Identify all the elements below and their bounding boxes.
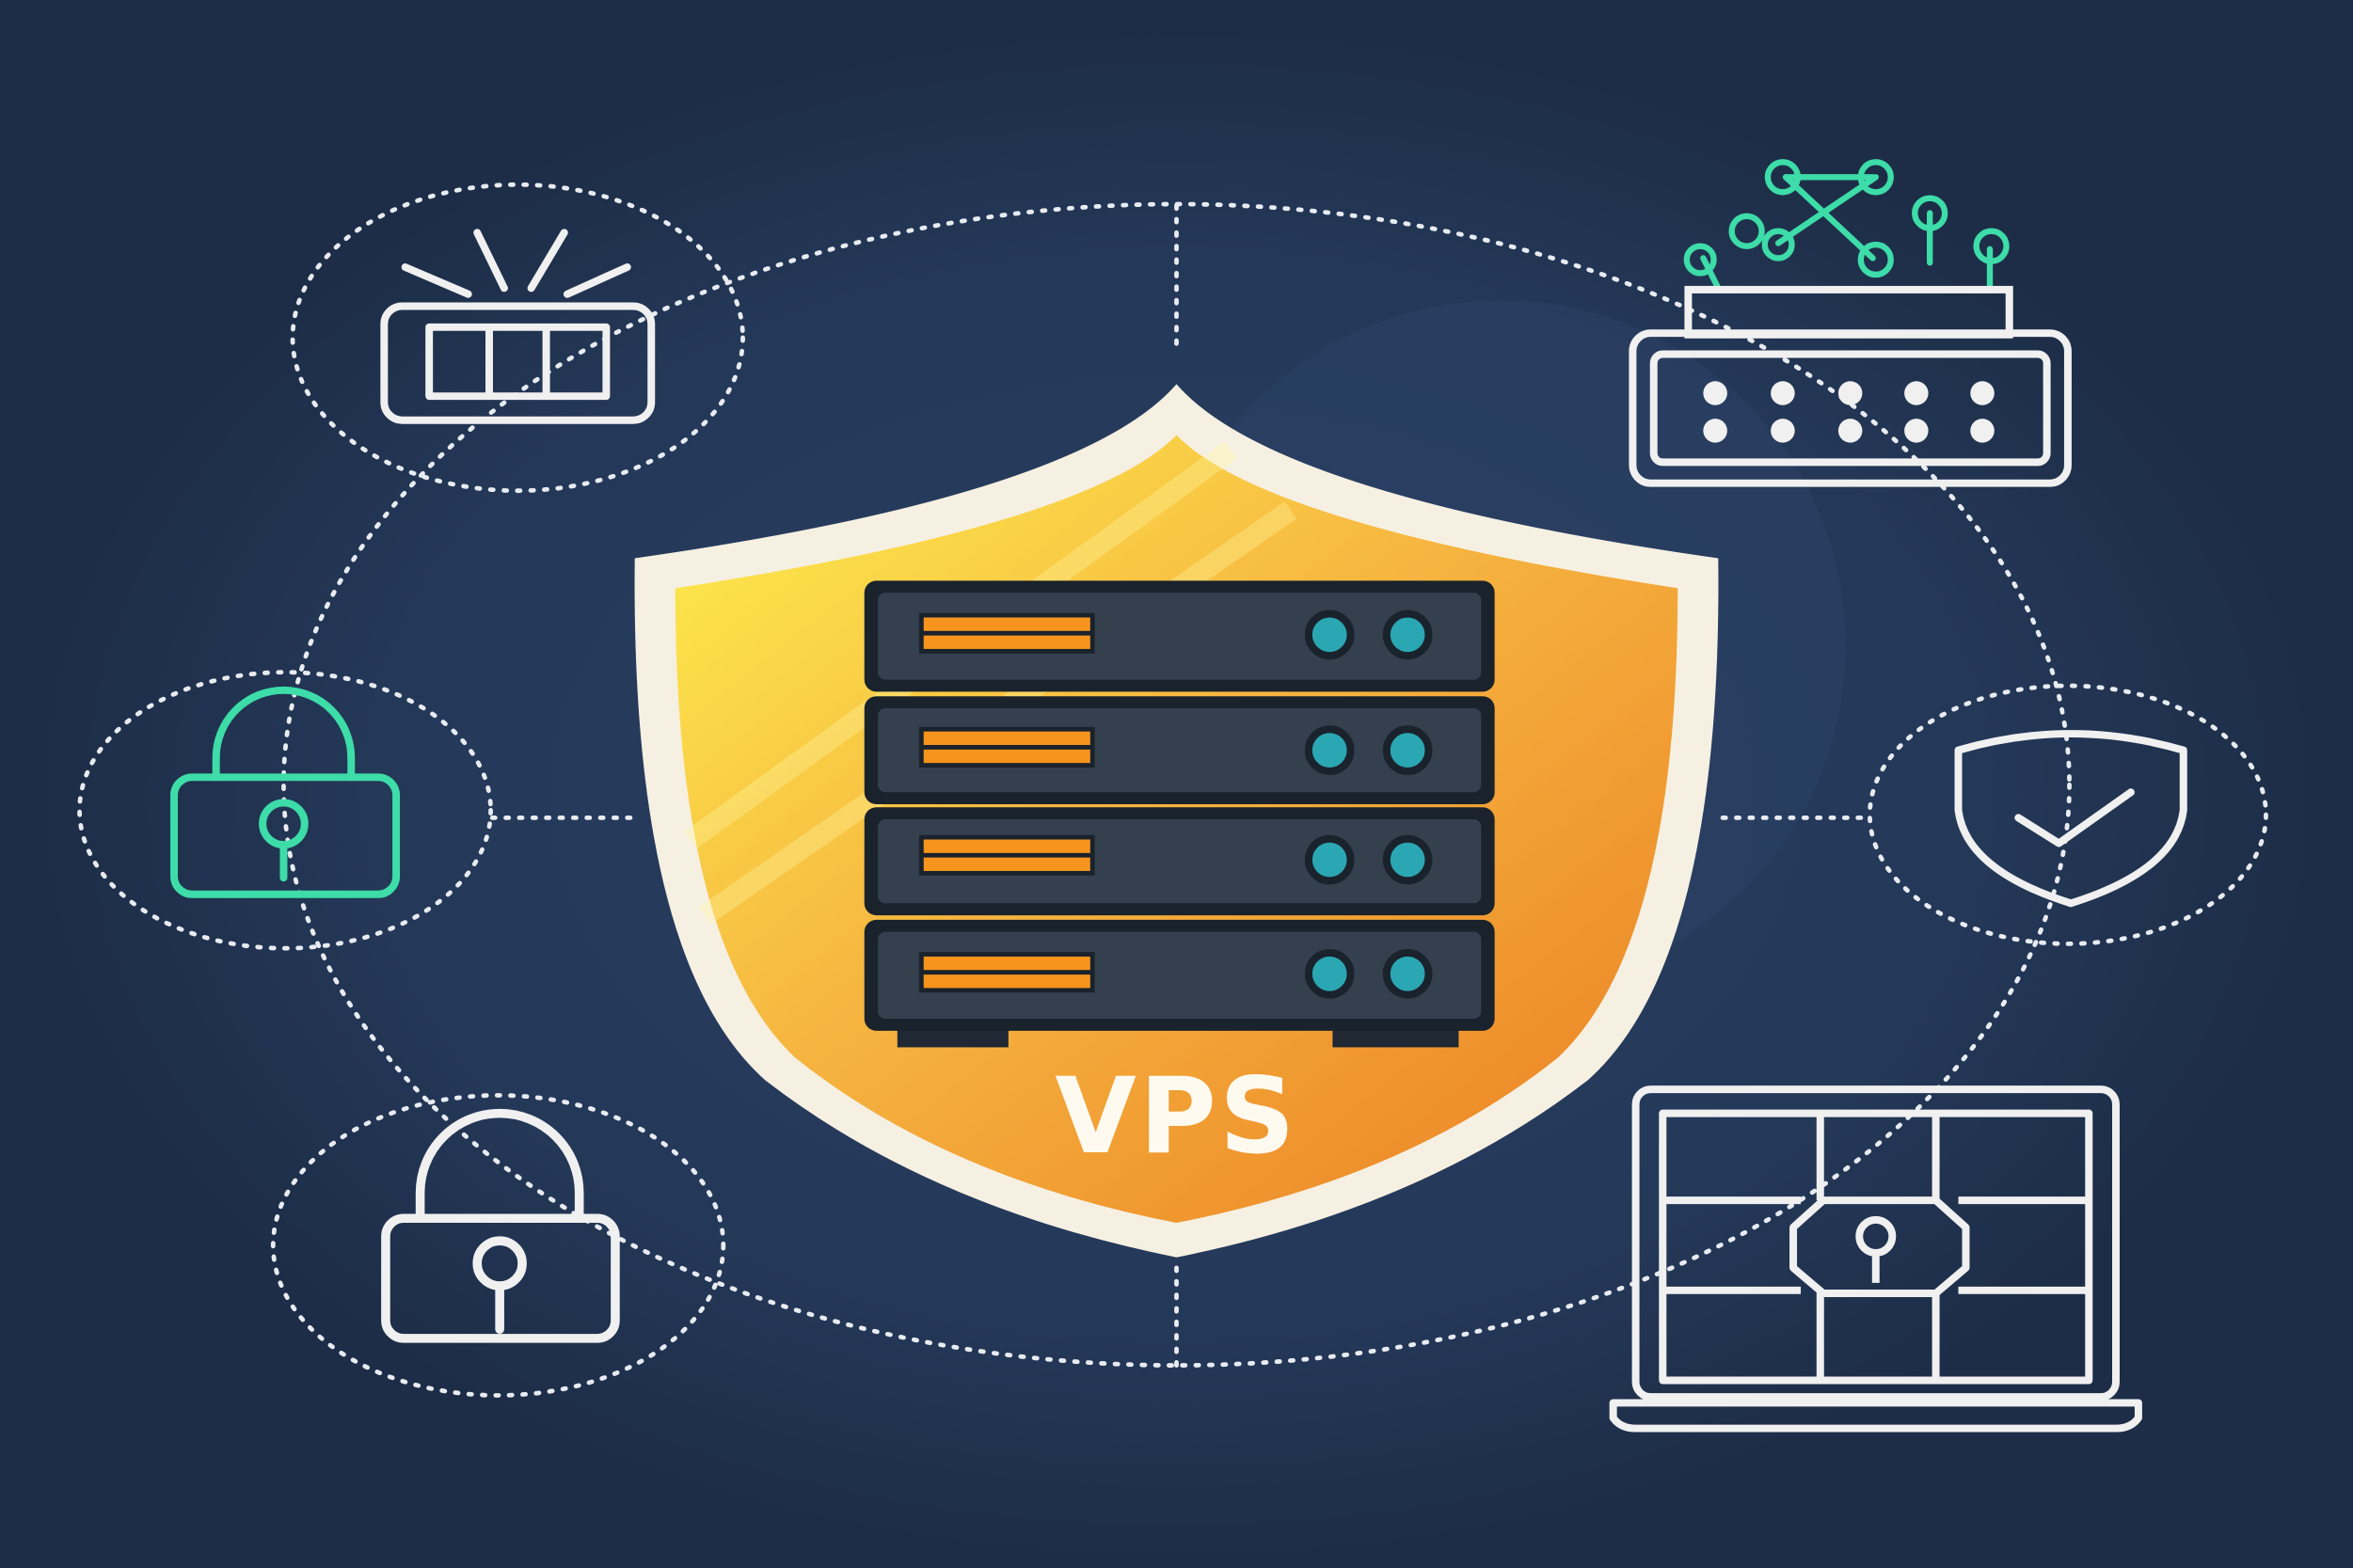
padlock-teal-icon [170, 686, 401, 898]
padlock-icon [381, 1108, 620, 1343]
server-unit [864, 696, 1495, 805]
shield-check-icon [1954, 730, 2187, 908]
server-rack-icon [864, 580, 1495, 1048]
network-device-icon [1629, 159, 2072, 487]
server-unit [864, 919, 1495, 1031]
network-ring [77, 182, 2268, 1398]
server-unit [864, 807, 1495, 916]
server-unit [864, 580, 1495, 692]
firewall-icon [380, 229, 656, 424]
laptop-lock-icon [1609, 1085, 2142, 1433]
vps-label: VPS [1055, 1055, 1297, 1178]
